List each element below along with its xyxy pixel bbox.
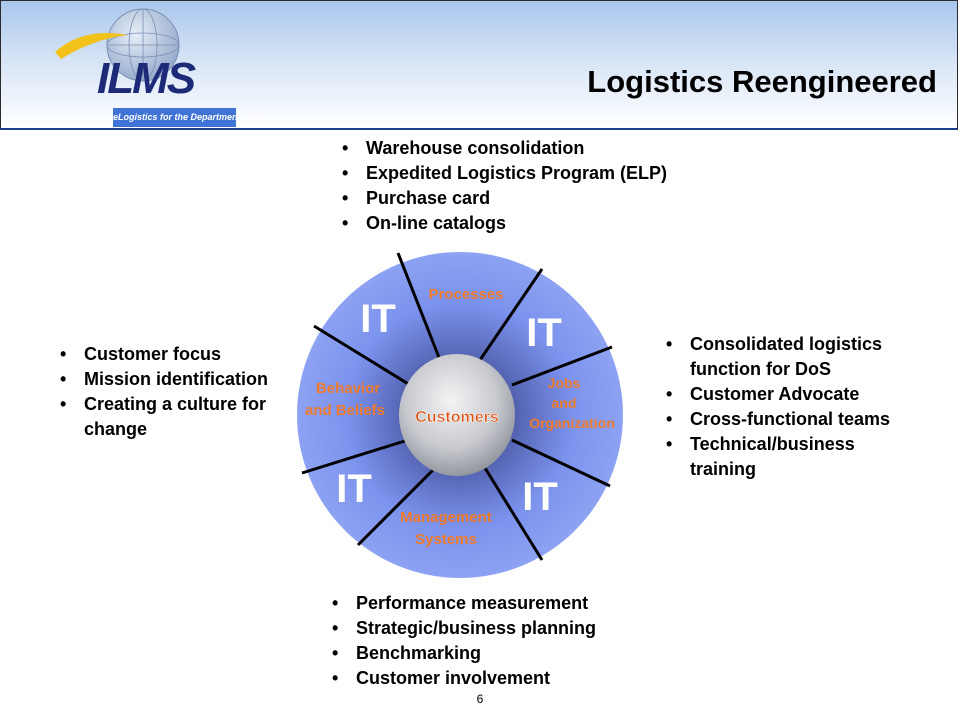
list-item: •On-line catalogs [338, 211, 667, 236]
bullet-icon: • [666, 384, 673, 404]
tagline: eLogistics for the Department of State [113, 108, 276, 127]
spoke [511, 438, 611, 488]
segment-label-processes: Processes [428, 286, 503, 303]
it-label-bottom-left: IT [336, 467, 372, 511]
spoke [356, 466, 437, 547]
list-bottom: •Performance measurement •Strategic/busi… [328, 591, 596, 691]
bullet-icon: • [342, 188, 349, 208]
list-item: •Cross-functional teams [662, 407, 902, 432]
list-item: •Mission identification [56, 367, 286, 392]
it-label-top-left: IT [360, 297, 396, 341]
spoke [511, 345, 613, 387]
bullet-icon: • [60, 394, 67, 414]
segment-label-management: Management [400, 509, 492, 526]
bullet-icon: • [342, 163, 349, 183]
spoke [478, 268, 544, 361]
it-label-bottom-right: IT [522, 475, 558, 519]
bullet-icon: • [666, 434, 673, 454]
page-number: 6 [476, 692, 484, 706]
bullet-icon: • [60, 344, 67, 364]
bullet-icon: • [666, 409, 673, 429]
wheel-spokes [301, 252, 613, 561]
spoke [483, 467, 544, 561]
list-item: •Benchmarking [328, 641, 596, 666]
list-item: •Customer focus [56, 342, 286, 367]
list-item: •Consolidated logistics function for DoS [666, 334, 883, 379]
page-title: Logistics Reengineered [587, 64, 937, 99]
list-item: •Customer involvement [328, 666, 596, 691]
segment-label-jobs-and: and [552, 395, 577, 411]
spoke [396, 252, 442, 361]
customers-hub [399, 354, 515, 476]
bullet-icon: • [342, 213, 349, 233]
list-item: •Creating a culture for change [60, 394, 267, 439]
bullet-icon: • [332, 668, 339, 688]
svg-text:ILMS: ILMS [97, 54, 196, 103]
segment-label-beliefs: and Beliefs [305, 402, 385, 419]
segment-label-systems: Systems [415, 531, 477, 548]
hub-label: Customers [415, 409, 499, 426]
spoke [313, 324, 411, 387]
segment-label-behavior: Behavior [316, 380, 380, 397]
list-item: •Customer Advocate [662, 382, 902, 407]
list-item: •Expedited Logistics Program (ELP) [338, 161, 667, 186]
list-item: •Performance measurement [328, 591, 596, 616]
list-left: •Customer focus •Mission identification … [56, 342, 286, 442]
list-item: •Strategic/business planning [328, 616, 596, 641]
slide-header: ILMS eLogistics for the Department of St… [0, 0, 958, 130]
it-label-top-right: IT [526, 311, 562, 355]
reengineering-wheel: Customers Processes Jobs and Organizatio… [297, 252, 623, 578]
spoke [301, 438, 409, 475]
segment-label-jobs-organization: Organization [529, 415, 615, 431]
list-item: •Technical/business training [666, 434, 855, 479]
bullet-icon: • [332, 618, 339, 638]
bullet-icon: • [332, 593, 339, 613]
ilms-logo: ILMS [55, 8, 198, 103]
list-item: •Warehouse consolidation [338, 136, 667, 161]
list-top: •Warehouse consolidation •Expedited Logi… [338, 136, 667, 236]
list-right: •Consolidated logistics function for DoS… [662, 332, 902, 482]
bullet-icon: • [666, 334, 673, 354]
list-item: •Purchase card [338, 186, 667, 211]
bullet-icon: • [342, 138, 349, 158]
logo-wordmark: ILMS [97, 54, 198, 103]
bullet-icon: • [332, 643, 339, 663]
bullet-icon: • [60, 369, 67, 389]
segment-label-jobs: Jobs [548, 375, 581, 391]
